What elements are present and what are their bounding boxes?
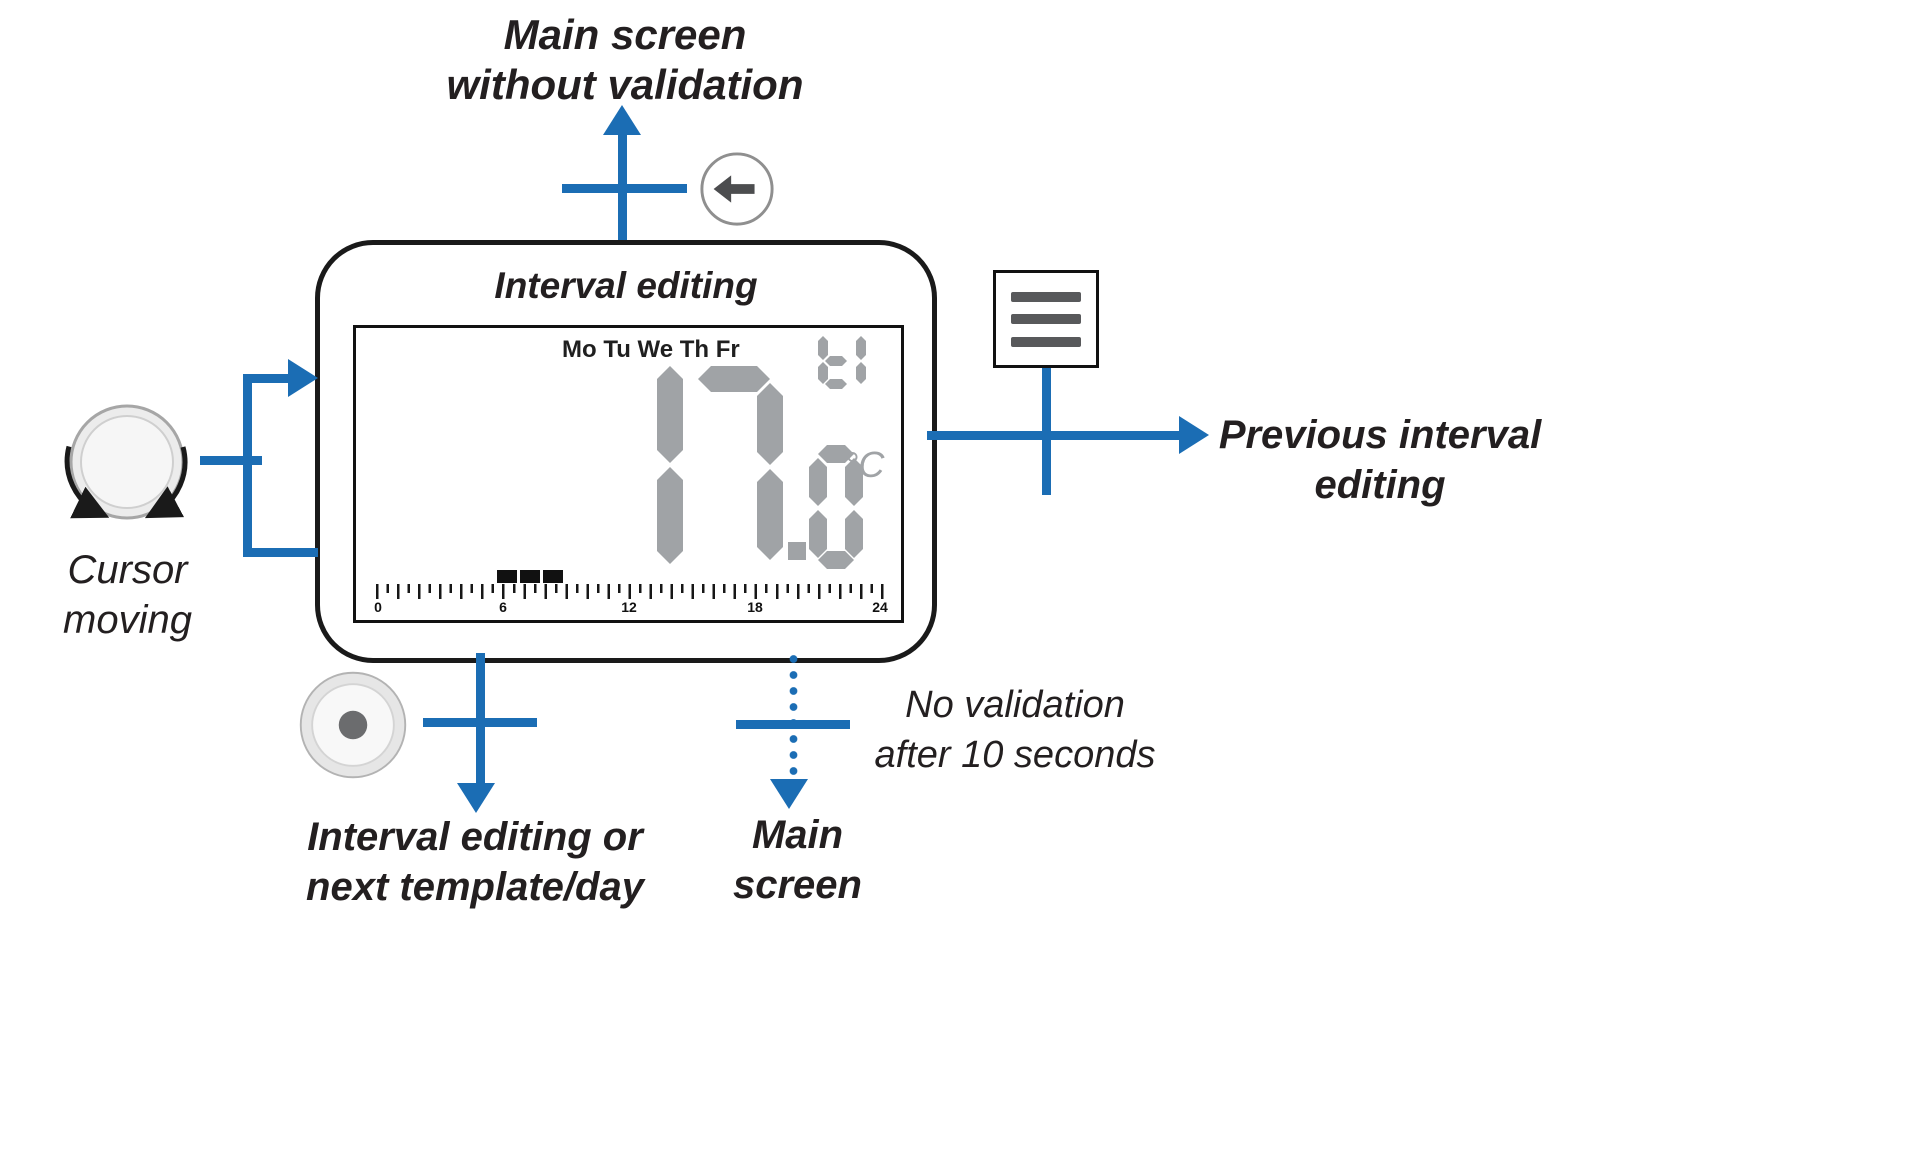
main-screen-line1: Main xyxy=(751,813,844,857)
lcd-timeline-label: 12 xyxy=(621,599,637,615)
top-arrow-head xyxy=(603,105,641,135)
lcd-heating-block xyxy=(520,570,540,583)
knob-branch-top-line xyxy=(243,374,295,383)
previous-interval-line2: editing xyxy=(1314,463,1446,507)
knob-branch-bottom-line xyxy=(243,548,318,557)
interval-or-next-line1: Interval editing or xyxy=(307,815,643,859)
top-annotation: Main screen without validation xyxy=(340,10,910,110)
timeout-line1: No validation xyxy=(905,684,1125,726)
lcd-timeline-label: 24 xyxy=(872,599,888,615)
left-arrow-glyph xyxy=(713,175,755,203)
interval-or-next-label: Interval editing or next template/day xyxy=(285,812,665,912)
cursor-moving-label: Cursor moving xyxy=(25,545,230,645)
lcd-timeline-ticks-hour xyxy=(376,584,884,599)
lcd-heating-block xyxy=(497,570,517,583)
menu-button-icon xyxy=(993,270,1099,368)
cursor-moving-line1: Cursor xyxy=(67,548,188,592)
timeout-arrow-head xyxy=(770,779,808,809)
timeout-line2: after 10 seconds xyxy=(874,734,1156,776)
timeout-label: No validation after 10 seconds xyxy=(855,680,1175,780)
device-screen-title: Interval editing xyxy=(494,265,758,306)
top-arrow-crossbar xyxy=(562,184,687,193)
main-screen-label: Main screen xyxy=(700,810,895,910)
back-button-icon xyxy=(700,152,774,226)
lcd-day-indicators: Mo Tu We Th Fr xyxy=(562,336,740,363)
cursor-moving-line2: moving xyxy=(63,598,192,642)
knob-bracket-line xyxy=(243,374,252,557)
main-screen-line2: screen xyxy=(733,863,862,907)
lcd-temperature-digits xyxy=(657,366,863,569)
lcd-display: Mo Tu We Th Fr xyxy=(353,325,904,623)
previous-interval-line1: Previous interval xyxy=(1218,413,1542,457)
rotate-ccw-arrow xyxy=(64,445,110,519)
ok-button-icon xyxy=(299,671,407,779)
lcd-timeline-label: 0 xyxy=(374,599,382,615)
lcd-unit-label: °C xyxy=(844,444,885,485)
timeout-arrow-crossbar xyxy=(736,720,850,729)
ok-button-dot xyxy=(338,710,368,740)
interval-or-next-line2: next template/day xyxy=(306,865,644,909)
top-annotation-line1: Main screen xyxy=(503,11,747,58)
lcd-timeline-label: 18 xyxy=(747,599,763,615)
lcd-program-indicator xyxy=(818,336,866,389)
menu-bar xyxy=(1011,336,1081,347)
bottom-left-arrow-head xyxy=(457,783,495,813)
lcd-heating-block xyxy=(543,570,563,583)
timeout-arrow-dotted-line xyxy=(789,651,798,779)
knob-branch-arrow-head xyxy=(288,359,318,397)
previous-interval-label: Previous interval editing xyxy=(1200,410,1560,510)
lcd-timeline: 0 6 12 18 24 xyxy=(370,570,890,615)
lcd-timeline-label: 6 xyxy=(499,599,507,615)
menu-bar xyxy=(1011,314,1081,324)
thermostat-device: Interval editing Mo Tu We Th Fr xyxy=(315,240,937,663)
rotary-knob-icon xyxy=(64,404,188,520)
knob-connector-line xyxy=(200,456,262,465)
right-arrow-line xyxy=(927,431,1179,440)
top-annotation-line2: without validation xyxy=(446,61,804,108)
menu-bar xyxy=(1011,291,1081,302)
rotate-cw-arrow xyxy=(144,446,188,519)
bottom-left-arrow-crossbar xyxy=(423,718,537,727)
right-arrow-head xyxy=(1179,416,1209,454)
